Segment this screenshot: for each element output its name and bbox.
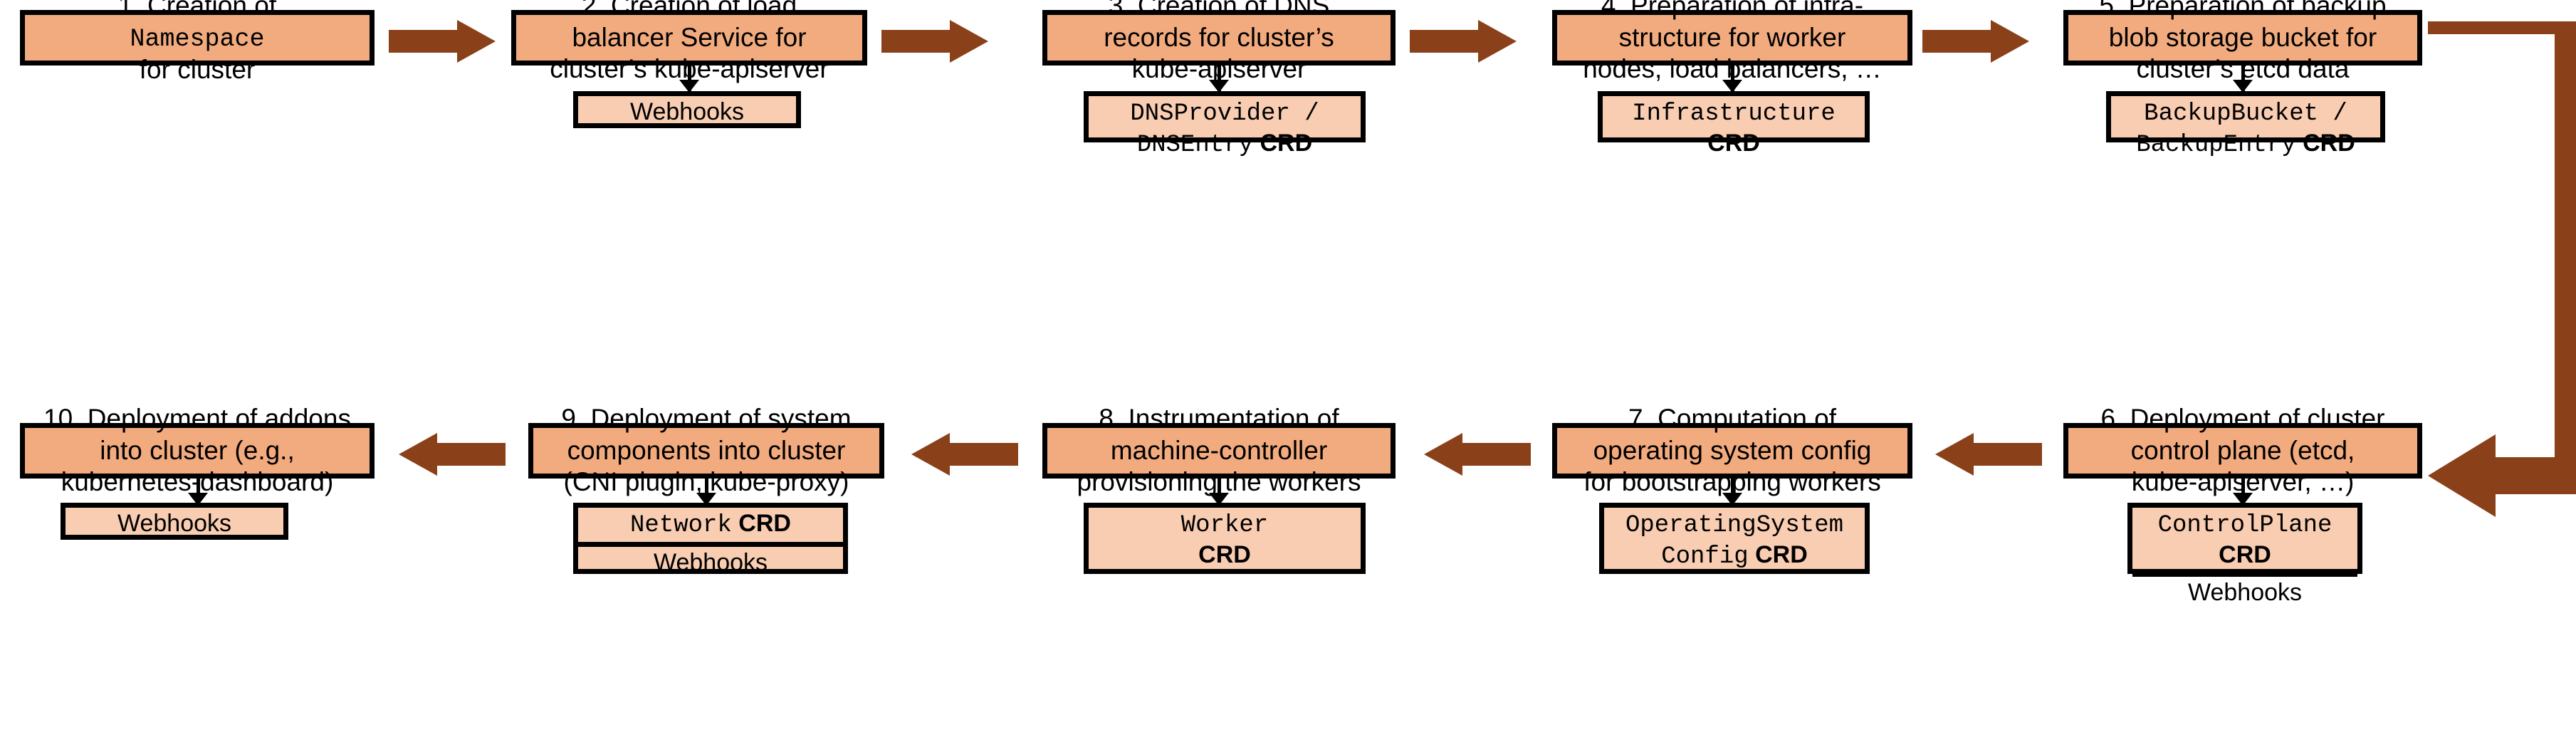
artifact-cell-dns-crd: DNSProvider / DNSEntry CRD (1089, 96, 1361, 162)
step-box-7[interactable]: 7. Computation of operating system confi… (1552, 404, 1912, 496)
step-9-line-2: components into cluster (567, 435, 846, 465)
artifact-cell-network-crd: Network CRD (578, 508, 843, 542)
connector-arrowhead-step2 (679, 80, 699, 93)
artifact-cell-osc-crd: OperatingSystem Config CRD (1604, 508, 1865, 574)
arrow-step5-to-step6-wraparound (2428, 21, 2576, 520)
step-3-line-1: 3. Creation of DNS (1108, 0, 1330, 21)
artifact-box-step10[interactable]: Webhooks (61, 503, 288, 540)
step-box-2[interactable]: 2. Creation of load balancer Service for… (511, 0, 867, 83)
artifact-step3-crd-tag: CRD (1260, 130, 1313, 157)
artifact-box-step5[interactable]: BackupBucket / BackupEntry CRD (2106, 91, 2385, 159)
connector-arrowhead-step9 (696, 493, 716, 506)
step-8-line-1: 8. Instrumentation of (1099, 404, 1339, 434)
arrow-step7-to-step8 (1424, 433, 1531, 476)
step-box-3[interactable]: 3. Creation of DNS records for cluster’s… (1042, 0, 1396, 83)
step-1-line-3: for cluster (139, 55, 256, 84)
artifact-step5-line-2: BackupEntry (2136, 132, 2296, 160)
step-1-line-1: 1. Creation of (117, 0, 277, 20)
artifact-step3-line-2: DNSEntry (1136, 132, 1254, 160)
step-2-line-1: 2. Creation of load (581, 0, 797, 21)
step-box-10[interactable]: 10. Deployment of addons into cluster (e… (20, 404, 375, 496)
step-6-line-2: control plane (etcd, (2130, 435, 2355, 465)
step-box-1[interactable]: 1. Creation of Namespace for cluster (20, 0, 375, 84)
step-7-line-1: 7. Computation of (1628, 404, 1837, 434)
artifact-cell-webhooks: Webhooks (629, 98, 745, 125)
artifact-cell-step6-webhooks: Webhooks (2132, 571, 2357, 609)
arrow-step2-to-step3 (881, 20, 988, 63)
artifact-step7-line-2: Config (1661, 543, 1749, 571)
artifact-cell-worker-crd: Worker CRD (1089, 508, 1361, 572)
artifact-step4-line-1: Infrastructure (1632, 100, 1836, 127)
arrow-step9-to-step10 (399, 433, 506, 476)
step-box-6[interactable]: 6. Deployment of cluster control plane (… (2063, 404, 2422, 496)
connector-arrowhead-step8 (1209, 493, 1229, 506)
artifact-step5-crd-tag: CRD (2303, 130, 2355, 157)
artifact-step8-line-1: Worker (1180, 512, 1269, 539)
artifact-box-step9[interactable]: Network CRD Webhooks (573, 503, 848, 576)
connector-arrowhead-step4 (1722, 80, 1742, 93)
step-8-line-2: machine-controller (1110, 435, 1328, 465)
arrow-step8-to-step9 (911, 433, 1018, 476)
step-box-9[interactable]: 9. Deployment of system components into … (528, 404, 884, 496)
artifact-step3-line-1: DNSProvider / (1130, 100, 1319, 127)
step-10-line-2: into cluster (e.g., (100, 435, 295, 465)
artifact-step4-crd-tag: CRD (1707, 130, 1760, 157)
step-4-line-1: 4. Preparation of infra- (1601, 0, 1864, 21)
step-7-line-2: operating system config (1593, 435, 1872, 465)
step-5-line-2: blob storage bucket for (2108, 22, 2377, 52)
step-2-line-2: balancer Service for (572, 22, 807, 52)
artifact-box-step4[interactable]: Infrastructure CRD (1598, 91, 1870, 157)
connector-arrowhead-step3 (1209, 80, 1229, 93)
artifact-box-step8[interactable]: Worker CRD (1084, 503, 1366, 574)
connector-arrowhead-step6 (2233, 493, 2253, 506)
step-1-line-2: Namespace (130, 25, 265, 53)
artifact-step7-crd-tag: CRD (1755, 541, 1808, 569)
artifact-box-step6[interactable]: ControlPlane CRD Webhooks (2127, 503, 2362, 606)
step-6-line-1: 6. Deployment of cluster (2100, 404, 2385, 434)
step-5-line-1: 5. Preparation of backup (2099, 0, 2387, 21)
arrow-step4-to-step5 (1922, 20, 2029, 63)
step-box-5[interactable]: 5. Preparation of backup blob storage bu… (2063, 0, 2422, 83)
artifact-step6-crd-tag: CRD (2219, 541, 2271, 569)
artifact-step7-line-1: OperatingSystem (1625, 512, 1844, 539)
connector-arrowhead-step7 (1722, 493, 1742, 506)
artifact-box-step7[interactable]: OperatingSystem Config CRD (1599, 503, 1870, 574)
artifact-box-step3[interactable]: DNSProvider / DNSEntry CRD (1084, 91, 1366, 159)
arrow-step6-to-step7 (1935, 433, 2042, 476)
artifact-cell-infrastructure-crd: Infrastructure CRD (1603, 96, 1865, 160)
artifact-box-step2[interactable]: Webhooks (573, 91, 801, 128)
connector-arrowhead-step5 (2233, 80, 2253, 93)
artifact-cell-controlplane-crd: ControlPlane CRD (2132, 508, 2357, 572)
artifact-step8-crd-tag: CRD (1198, 541, 1251, 569)
step-10-line-1: 10. Deployment of addons (43, 404, 351, 434)
step-9-line-1: 9. Deployment of system (561, 404, 852, 434)
artifact-step9-line-1: Network (630, 512, 732, 539)
arrow-step3-to-step4 (1410, 20, 1517, 63)
connector-arrowhead-step10 (188, 493, 208, 506)
step-4-line-2: structure for worker (1618, 22, 1846, 52)
step-box-4[interactable]: 4. Preparation of infra- structure for w… (1552, 0, 1912, 83)
artifact-step5-line-1: BackupBucket / (2144, 100, 2347, 127)
artifact-step9-crd-tag: CRD (738, 510, 791, 537)
artifact-cell-step9-webhooks: Webhooks (578, 542, 843, 579)
artifact-cell-backup-crd: BackupBucket / BackupEntry CRD (2111, 96, 2380, 162)
artifact-cell-step10-webhooks: Webhooks (117, 510, 232, 537)
step-box-8[interactable]: 8. Instrumentation of machine-controller… (1042, 404, 1396, 496)
artifact-step6-line-1: ControlPlane (2157, 512, 2332, 539)
arrow-step1-to-step2 (389, 20, 496, 63)
step-3-line-2: records for cluster’s (1104, 22, 1334, 52)
